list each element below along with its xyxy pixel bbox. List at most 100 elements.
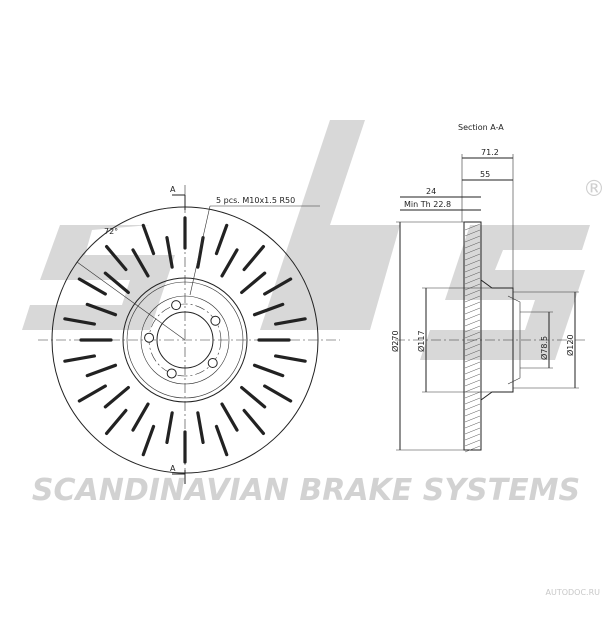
hatch-line: [464, 415, 481, 423]
vent-slot: [104, 408, 128, 436]
hat-outer-edge: [126, 281, 244, 399]
hatch-line: [464, 427, 481, 435]
hatch-line: [464, 439, 481, 447]
section-hatching: [464, 223, 481, 453]
hatch-line: [464, 313, 481, 321]
section-friction-ring: [463, 221, 482, 451]
vent-slot: [263, 384, 293, 403]
hatch-line: [464, 229, 481, 237]
hatch-line: [464, 337, 481, 345]
sbs-logo-watermark: [22, 120, 590, 360]
section-view: Section A-A 71.2 55 24 Min Th 22.8 Ø270 …: [390, 123, 585, 453]
vent-slot: [240, 385, 267, 409]
hatch-line: [464, 367, 481, 375]
dim-hat-diameter: Ø117: [416, 330, 426, 352]
vent-slot: [214, 424, 229, 457]
hatch-line: [464, 379, 481, 387]
logo-letter-s-right: [420, 225, 590, 360]
dim-pitch-diameter: Ø120: [565, 334, 575, 356]
hatch-line: [464, 349, 481, 357]
vent-slot: [274, 317, 307, 326]
vent-slot: [103, 385, 130, 409]
vent-slot: [141, 424, 156, 457]
vent-slot: [165, 235, 174, 269]
vent-slot: [63, 317, 96, 326]
angle-leader-line: [76, 261, 186, 341]
bolt-hole: [166, 368, 177, 379]
vent-slot: [77, 277, 107, 296]
bolt-callout-label: 5 pcs. M10x1.5 R50: [216, 196, 295, 205]
vent-slot: [220, 248, 239, 278]
hatch-line: [464, 409, 481, 417]
logo-letter-b: [260, 120, 400, 330]
dim-hat-height: 55: [480, 170, 490, 179]
vent-slot: [242, 408, 266, 436]
dim-outer-diameter: Ø270: [390, 330, 400, 352]
center-bore: [156, 311, 214, 369]
section-flange-profile: [507, 295, 521, 385]
section-marker-top: A: [170, 185, 176, 194]
hatch-line: [464, 373, 481, 381]
vent-slot: [252, 302, 285, 317]
bolt-callout-leader: [189, 205, 211, 296]
vent-slot: [85, 302, 118, 317]
vent-slot: [196, 411, 205, 445]
vent-slot: [141, 223, 156, 256]
vent-slot: [131, 402, 150, 432]
hatch-line: [464, 289, 481, 297]
bolt-hole: [210, 315, 221, 326]
dim-center-bore: Ø78.5: [539, 336, 549, 360]
vent-slot: [196, 235, 205, 269]
hatch-line: [464, 319, 481, 327]
angle-label: 72°: [104, 227, 118, 236]
vent-slot: [104, 244, 128, 272]
vent-slot: [103, 271, 130, 295]
angle-arc: [76, 206, 186, 263]
hatch-line: [464, 235, 481, 243]
watermark-text: AUTODOC.RU: [545, 588, 600, 597]
vent-slot: [214, 223, 229, 256]
hat-step-circle: [140, 295, 230, 385]
hatch-line: [464, 403, 481, 411]
dim-overall-width: 71.2: [481, 148, 499, 157]
hatch-line: [464, 277, 481, 285]
hatch-line: [464, 259, 481, 267]
vent-slot: [252, 363, 285, 378]
vent-slot: [77, 384, 107, 403]
hatch-line: [464, 307, 481, 315]
hatch-line: [464, 253, 481, 261]
vent-slot: [220, 402, 239, 432]
vent-slot: [263, 277, 293, 296]
vent-slots: [63, 216, 307, 464]
brand-tagline: SCANDINAVIAN BRAKE SYSTEMS: [32, 473, 580, 508]
vent-slot: [85, 363, 118, 378]
hatch-line: [464, 421, 481, 429]
vent-slot: [63, 354, 96, 363]
hatch-line: [464, 301, 481, 309]
section-title: Section A-A: [458, 123, 504, 132]
hatch-line: [464, 271, 481, 279]
vent-slot: [131, 248, 150, 278]
bolt-hole: [144, 332, 155, 343]
hatch-line: [464, 247, 481, 255]
hatch-line: [464, 433, 481, 441]
hatch-line: [464, 283, 481, 291]
section-marker-bottom: A: [170, 464, 176, 473]
friction-ring-inner-edge: [122, 277, 248, 403]
hatch-line: [464, 265, 481, 273]
hatch-line: [464, 355, 481, 363]
vent-slot: [274, 354, 307, 363]
hatch-line: [464, 385, 481, 393]
hatch-line: [464, 343, 481, 351]
vent-slot: [242, 244, 266, 272]
vent-slot: [240, 271, 267, 295]
hatch-line: [464, 223, 481, 231]
hatch-line: [464, 391, 481, 399]
hatch-line: [464, 445, 481, 453]
hatch-line: [464, 241, 481, 249]
hatch-line: [464, 325, 481, 333]
dim-min-thickness: Min Th 22.8: [404, 200, 451, 209]
hatch-line: [464, 397, 481, 405]
